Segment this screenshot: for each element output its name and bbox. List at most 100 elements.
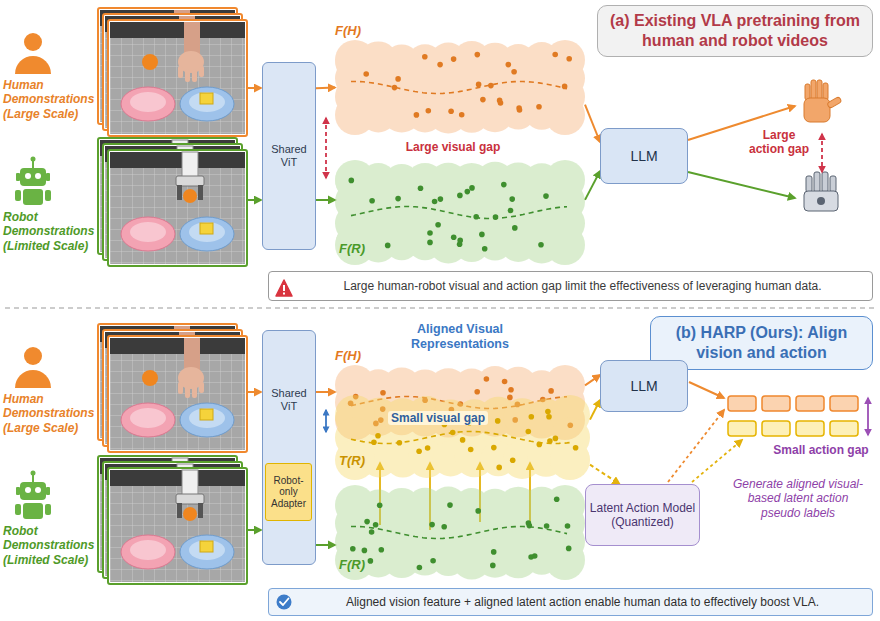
feature-dot: [474, 389, 480, 395]
cloud-fill: [550, 440, 589, 479]
model-box: Latent Action Model (Quantized): [585, 484, 700, 546]
feature-dot: [491, 445, 497, 451]
cloud-shape: [335, 40, 585, 135]
feature-dot: [368, 558, 374, 564]
feature-dot: [395, 196, 401, 202]
encoder-box: Shared ViT: [262, 62, 316, 250]
feature-dot: [511, 69, 517, 75]
panel-separator: [5, 307, 875, 308]
node-text: (b) HARP (Ours): Align vision and action: [659, 323, 864, 363]
feature-dot: [502, 379, 508, 385]
node-text: Shared ViT: [265, 387, 313, 413]
feature-dot: [427, 240, 433, 246]
feature-dot: [438, 196, 444, 202]
feature-dot: [501, 182, 507, 188]
gap-arrow: [821, 134, 823, 172]
robot-hand-icon: [804, 172, 838, 211]
feature-dot: [508, 387, 514, 393]
feature-dot: [417, 565, 423, 571]
video-frame: [108, 336, 247, 452]
output-arrow: [688, 172, 795, 198]
warning-icon: [276, 280, 292, 296]
feature-dot: [526, 429, 532, 435]
cloud-shape: [335, 485, 585, 580]
feature-dot: [430, 558, 436, 564]
feature-dot: [363, 71, 369, 77]
feature-dot: [349, 178, 355, 184]
drawing-rect: [823, 83, 828, 100]
gap-arrow: [325, 118, 327, 178]
video-frame: [108, 150, 247, 266]
pseudo-label-arrow: [692, 440, 742, 482]
annotation-label: Small action gap: [768, 443, 874, 457]
feature-dot: [488, 83, 494, 89]
cloud-fill: [545, 225, 585, 265]
drawing-rect: [830, 176, 836, 192]
drawing-rect: [762, 396, 790, 411]
drawing-rect: [796, 421, 824, 436]
flow-arrow: [316, 199, 335, 201]
input-arrow: [246, 199, 261, 201]
node-text: Aligned vision feature + aligned latent …: [346, 595, 819, 609]
human-icon: [15, 347, 51, 388]
feature-dot: [566, 546, 572, 552]
feature-trajectory: [351, 82, 567, 94]
feature-dot: [447, 502, 453, 508]
drawing-rect: [804, 98, 830, 122]
feature-dot: [426, 108, 432, 114]
cloud-fill: [335, 540, 375, 580]
feature-dot: [508, 208, 514, 214]
feature-dot: [529, 414, 535, 420]
feature-dot: [509, 196, 515, 202]
node-text: Large human-robot visual and action gap …: [343, 279, 821, 293]
cloud-fill: [335, 160, 585, 265]
cloud-fill: [335, 225, 375, 265]
feature-dot: [369, 529, 375, 535]
feature-dot: [429, 522, 435, 528]
feature-dot: [475, 508, 481, 514]
feature-dot: [450, 430, 456, 436]
feature-dot: [526, 520, 532, 526]
feature-dot: [380, 390, 386, 396]
feature-dot: [565, 523, 571, 529]
annotation-label: Robot Demonstrations (Limited Scale): [3, 210, 103, 253]
drawing-circle: [277, 595, 292, 610]
pseudo-label-arrow: [668, 410, 724, 482]
feature-dot: [457, 238, 463, 244]
drawing-path: [276, 280, 292, 296]
drawing-rect: [806, 176, 812, 192]
feature-dot: [528, 554, 534, 560]
check-icon: [277, 595, 292, 610]
feature-dot: [497, 98, 503, 104]
input-arrow: [246, 391, 261, 393]
node-text: LLM: [630, 148, 657, 164]
feature-dot: [435, 222, 441, 228]
drawing-rect: [830, 396, 858, 411]
feature-dot: [517, 107, 523, 113]
annotation-label: Large visual gap: [393, 140, 513, 154]
drawing-rect: [796, 396, 824, 411]
cloud-fill: [335, 395, 590, 480]
cloud-fill: [335, 95, 375, 135]
feature-dot: [537, 442, 543, 448]
feature-cloud: F(R): [335, 485, 585, 580]
cloud-shape: [335, 395, 590, 480]
annotation-label: Aligned Visual Representations: [390, 322, 530, 352]
feature-dot: [460, 437, 466, 443]
feature-dot: [490, 563, 496, 569]
feature-dot: [475, 52, 481, 58]
cloud-fill: [335, 485, 585, 580]
adapter-box: Robot-only Adapter: [265, 463, 312, 521]
feature-dot: [422, 54, 428, 60]
drawing-rect: [814, 172, 820, 192]
flow-arrow: [316, 87, 335, 90]
annotation-label: Small visual gap: [388, 411, 488, 425]
feature-dot: [369, 198, 375, 204]
input-arrow: [246, 87, 261, 89]
feature-dot: [484, 376, 490, 382]
node-text: Latent Action Model (Quantized): [589, 501, 696, 530]
warning-box: Large human-robot visual and action gap …: [268, 271, 873, 301]
feature-label: F(H): [335, 23, 361, 38]
